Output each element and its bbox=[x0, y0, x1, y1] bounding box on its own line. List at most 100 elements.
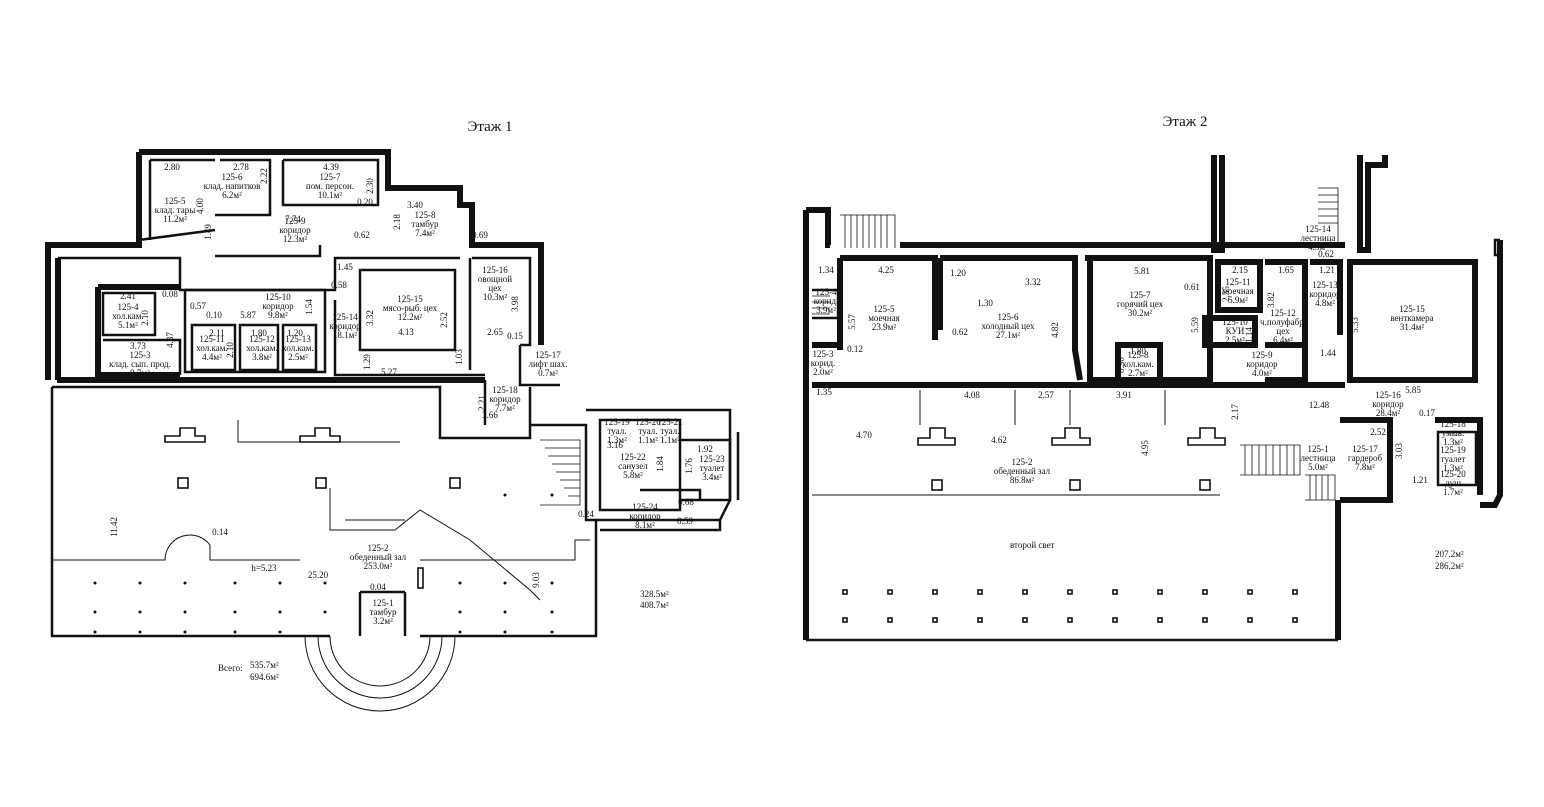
dimension-label: 5.81 bbox=[1134, 266, 1150, 276]
dimension-label: 0.20 bbox=[357, 197, 373, 207]
floor-2-stair-top-right bbox=[1318, 187, 1339, 245]
room-label-line: 1.1м² bbox=[638, 435, 658, 445]
dimension-label: 2.15 bbox=[1232, 265, 1248, 275]
room-label-line: 86.8м² bbox=[1010, 475, 1034, 485]
floor-2-stair-top-left bbox=[840, 214, 896, 248]
room-label-line: 1.1м² bbox=[660, 435, 680, 445]
dimension-label: 3.03 bbox=[1394, 443, 1404, 459]
dimension-label: 1.80 bbox=[251, 328, 267, 338]
dimension-label: 0.04 bbox=[370, 582, 386, 592]
dimension-label: 1.65 bbox=[1278, 265, 1294, 275]
dimension-label: 0.14 bbox=[212, 527, 228, 537]
room-label-line: 125-22 bbox=[620, 452, 646, 462]
room-label-line: 125-13 bbox=[285, 334, 311, 344]
room-label-line: 1.3м² bbox=[1443, 463, 1463, 473]
room-label-line: 8.1м² bbox=[635, 520, 655, 530]
room-label-line: обеденный зал bbox=[350, 552, 407, 562]
room-label-line: 4.8м² bbox=[1315, 298, 1335, 308]
room-label-line: хол.кам. bbox=[196, 343, 227, 353]
room-label-line: коридор bbox=[262, 301, 294, 311]
room-label-line: КУИ bbox=[1226, 326, 1245, 336]
dimension-label: 1.92 bbox=[697, 444, 713, 454]
room-label-line: лестница bbox=[1300, 453, 1335, 463]
room-label-line: коридор bbox=[629, 511, 661, 521]
room-label-line: 23.9м² bbox=[872, 322, 896, 332]
dimension-label: 25.20 bbox=[308, 570, 329, 580]
room-label-line: обеденный зал bbox=[994, 466, 1051, 476]
dimension-label: 5.87 bbox=[240, 310, 256, 320]
room-label-line: 125-9 bbox=[285, 216, 306, 226]
room-label-line: 125-7 bbox=[1130, 290, 1151, 300]
dimension-label: 5.27 bbox=[381, 367, 397, 377]
room-label-line: корид. bbox=[814, 296, 839, 306]
dimension-label: 2.55 bbox=[1221, 286, 1231, 302]
room-label-line: коридор bbox=[279, 225, 311, 235]
dimension-label: 2.21 bbox=[477, 395, 487, 411]
room-label-line: тамбур bbox=[412, 219, 439, 229]
dimension-label: h=5.23 bbox=[251, 563, 277, 573]
room-label-line: 125-20 bbox=[635, 417, 661, 427]
dimension-label: 2.52 bbox=[1370, 427, 1386, 437]
room-label-line: холодный цех bbox=[982, 321, 1035, 331]
room-label-line: 125-2 bbox=[368, 543, 389, 553]
grand-total-a: 535.7м² bbox=[250, 660, 279, 670]
room-label-line: корид. bbox=[811, 358, 836, 368]
room-label-line: 6.2м² bbox=[222, 190, 242, 200]
room-label-line: 125-3 bbox=[130, 350, 151, 360]
dimension-label: 2.78 bbox=[233, 162, 249, 172]
dimension-label: 3.73 bbox=[130, 341, 146, 351]
room-label-line: лестница bbox=[1300, 233, 1335, 243]
dimension-label: 1.34 bbox=[818, 265, 834, 275]
room-label-line: 10.1м² bbox=[318, 190, 342, 200]
dimension-label: 1.21 bbox=[1319, 265, 1335, 275]
floor-2-total-a: 207.2м² bbox=[1435, 549, 1464, 559]
hall-columns-1 bbox=[93, 493, 554, 634]
room-label-line: 125-4 bbox=[816, 287, 837, 297]
floor-1-total-b: 408.7м² bbox=[640, 600, 669, 610]
floor-2-stair-left bbox=[812, 289, 838, 315]
room-label-line: 125-9 bbox=[1252, 350, 1273, 360]
room-label-line: 253.0м² bbox=[364, 561, 393, 571]
dimension-label: 2.10 bbox=[225, 342, 235, 358]
dimension-label: 5.57 bbox=[847, 314, 857, 330]
dimension-label: 4.37 bbox=[165, 332, 175, 348]
room-label-line: 125-5 bbox=[874, 304, 895, 314]
room-label-line: коридор bbox=[1309, 289, 1341, 299]
room-label-line: 0.7м² bbox=[538, 368, 558, 378]
dimension-label: 1.45 bbox=[337, 262, 353, 272]
room-label-line: 125-14 bbox=[332, 312, 358, 322]
room-label-line: коридор bbox=[1372, 399, 1404, 409]
dimension-label: 2.11 bbox=[209, 328, 224, 338]
hall-columns-2 bbox=[842, 589, 1298, 623]
dimension-label: 12.48 bbox=[1309, 400, 1330, 410]
dimension-label: 0.68 bbox=[678, 497, 694, 507]
room-label-line: 7.8м² bbox=[1355, 462, 1375, 472]
room-label-line: 125-6 bbox=[222, 172, 243, 182]
dimension-label: 1.03 bbox=[454, 349, 464, 365]
room-label-line: цех bbox=[488, 283, 502, 293]
dimension-label: 1.76 bbox=[684, 458, 694, 474]
room-label-line: 7.7м² bbox=[495, 403, 515, 413]
dimension-label: 0.15 bbox=[507, 331, 523, 341]
room-label-line: 2.5м² bbox=[1225, 335, 1245, 345]
